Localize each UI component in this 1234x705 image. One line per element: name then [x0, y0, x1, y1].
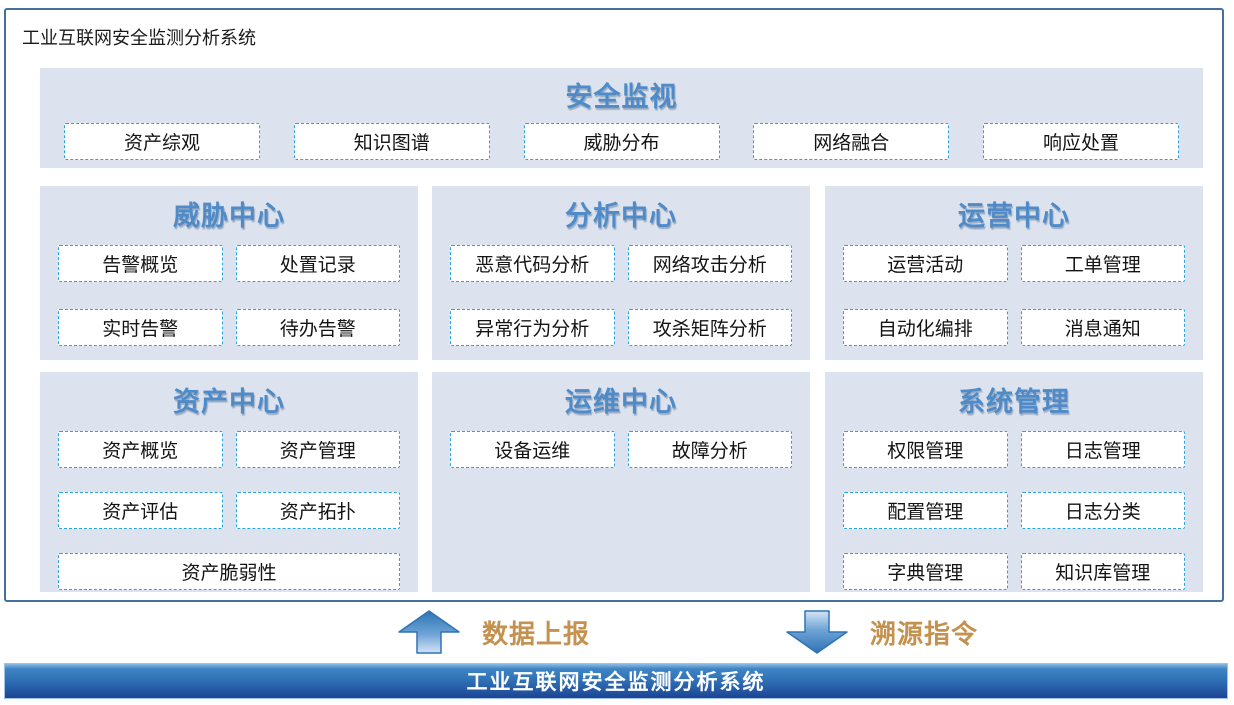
menu-item[interactable]: 字典管理 — [843, 553, 1008, 590]
flow-data-report: 数据上报 — [398, 606, 590, 658]
flow-label-down: 溯源指令 — [870, 618, 979, 649]
section-analysis-center: 分析中心 恶意代码分析 网络攻击分析 异常行为分析 攻杀矩阵分析 — [432, 186, 810, 360]
menu-item[interactable]: 告警概览 — [58, 245, 223, 282]
section-operations-center: 运营中心 运营活动 工单管理 自动化编排 消息通知 — [825, 186, 1203, 360]
section-title: 分析中心 — [565, 201, 677, 231]
section-title: 系统管理 — [958, 387, 1070, 417]
menu-item[interactable]: 故障分析 — [627, 431, 792, 468]
menu-item[interactable]: 资产拓扑 — [235, 492, 400, 529]
flow-label-up: 数据上报 — [482, 618, 591, 649]
section-title: 运维中心 — [565, 387, 677, 417]
down-arrow-icon — [786, 610, 848, 654]
up-arrow-icon — [398, 610, 460, 654]
menu-item[interactable]: 资产概览 — [58, 431, 223, 468]
menu-item[interactable]: 资产管理 — [235, 431, 400, 468]
menu-item[interactable]: 处置记录 — [235, 245, 400, 282]
chip-row: 资产综观 知识图谱 威胁分布 网络融合 响应处置 — [64, 123, 1179, 160]
chip-grid: 资产概览 资产管理 资产评估 资产拓扑 资产脆弱性 — [58, 431, 400, 590]
chip-grid: 运营活动 工单管理 自动化编排 消息通知 — [843, 245, 1185, 346]
menu-item-network-fusion[interactable]: 网络融合 — [753, 123, 950, 160]
page-title: 工业互联网安全监测分析系统 — [22, 28, 256, 48]
menu-item[interactable]: 设备运维 — [450, 431, 615, 468]
section-system-management: 系统管理 权限管理 日志管理 配置管理 日志分类 字典管理 知识库管理 — [825, 372, 1203, 592]
menu-item[interactable]: 异常行为分析 — [450, 309, 615, 346]
section-title: 安全监视 — [565, 82, 678, 112]
menu-item[interactable]: 恶意代码分析 — [450, 245, 615, 282]
menu-item[interactable]: 日志分类 — [1020, 492, 1185, 529]
section-title: 运营中心 — [958, 201, 1070, 231]
chip-grid: 权限管理 日志管理 配置管理 日志分类 字典管理 知识库管理 — [843, 431, 1185, 590]
section-om-center: 运维中心 设备运维 故障分析 — [432, 372, 810, 592]
menu-item[interactable]: 网络攻击分析 — [627, 245, 792, 282]
menu-item[interactable]: 攻杀矩阵分析 — [627, 309, 792, 346]
menu-item[interactable]: 消息通知 — [1020, 309, 1185, 346]
menu-item-response-handling[interactable]: 响应处置 — [983, 123, 1179, 160]
menu-item[interactable]: 日志管理 — [1020, 431, 1185, 468]
section-asset-center: 资产中心 资产概览 资产管理 资产评估 资产拓扑 资产脆弱性 — [40, 372, 418, 592]
menu-item[interactable]: 资产评估 — [58, 492, 223, 529]
menu-item-threat-map[interactable]: 威胁分布 — [523, 123, 720, 160]
menu-item[interactable]: 知识库管理 — [1020, 553, 1185, 590]
menu-item[interactable]: 工单管理 — [1020, 245, 1185, 282]
menu-item[interactable]: 待办告警 — [235, 309, 400, 346]
menu-item-asset-vulnerability[interactable]: 资产脆弱性 — [58, 553, 400, 590]
section-security-monitoring: 安全监视 资产综观 知识图谱 威胁分布 网络融合 响应处置 — [40, 68, 1203, 168]
section-threat-center: 威胁中心 告警概览 处置记录 实时告警 待办告警 — [40, 186, 418, 360]
flow-trace-command: 溯源指令 — [786, 606, 978, 658]
chip-grid: 告警概览 处置记录 实时告警 待办告警 — [58, 245, 400, 346]
platform-bar-label: 工业互联网安全监测分析系统 — [466, 671, 766, 694]
menu-item[interactable]: 权限管理 — [843, 431, 1008, 468]
section-title: 威胁中心 — [173, 201, 285, 231]
menu-item[interactable]: 运营活动 — [843, 245, 1008, 282]
menu-item-asset-overview[interactable]: 资产综观 — [64, 123, 260, 160]
menu-item-knowledge-graph[interactable]: 知识图谱 — [293, 123, 490, 160]
chip-grid: 恶意代码分析 网络攻击分析 异常行为分析 攻杀矩阵分析 — [450, 245, 792, 346]
chip-grid: 设备运维 故障分析 — [450, 431, 792, 468]
section-title: 资产中心 — [173, 387, 285, 417]
menu-item[interactable]: 配置管理 — [843, 492, 1008, 529]
menu-item[interactable]: 实时告警 — [58, 309, 223, 346]
menu-item[interactable]: 自动化编排 — [843, 309, 1008, 346]
platform-bar: 工业互联网安全监测分析系统 — [4, 663, 1228, 699]
